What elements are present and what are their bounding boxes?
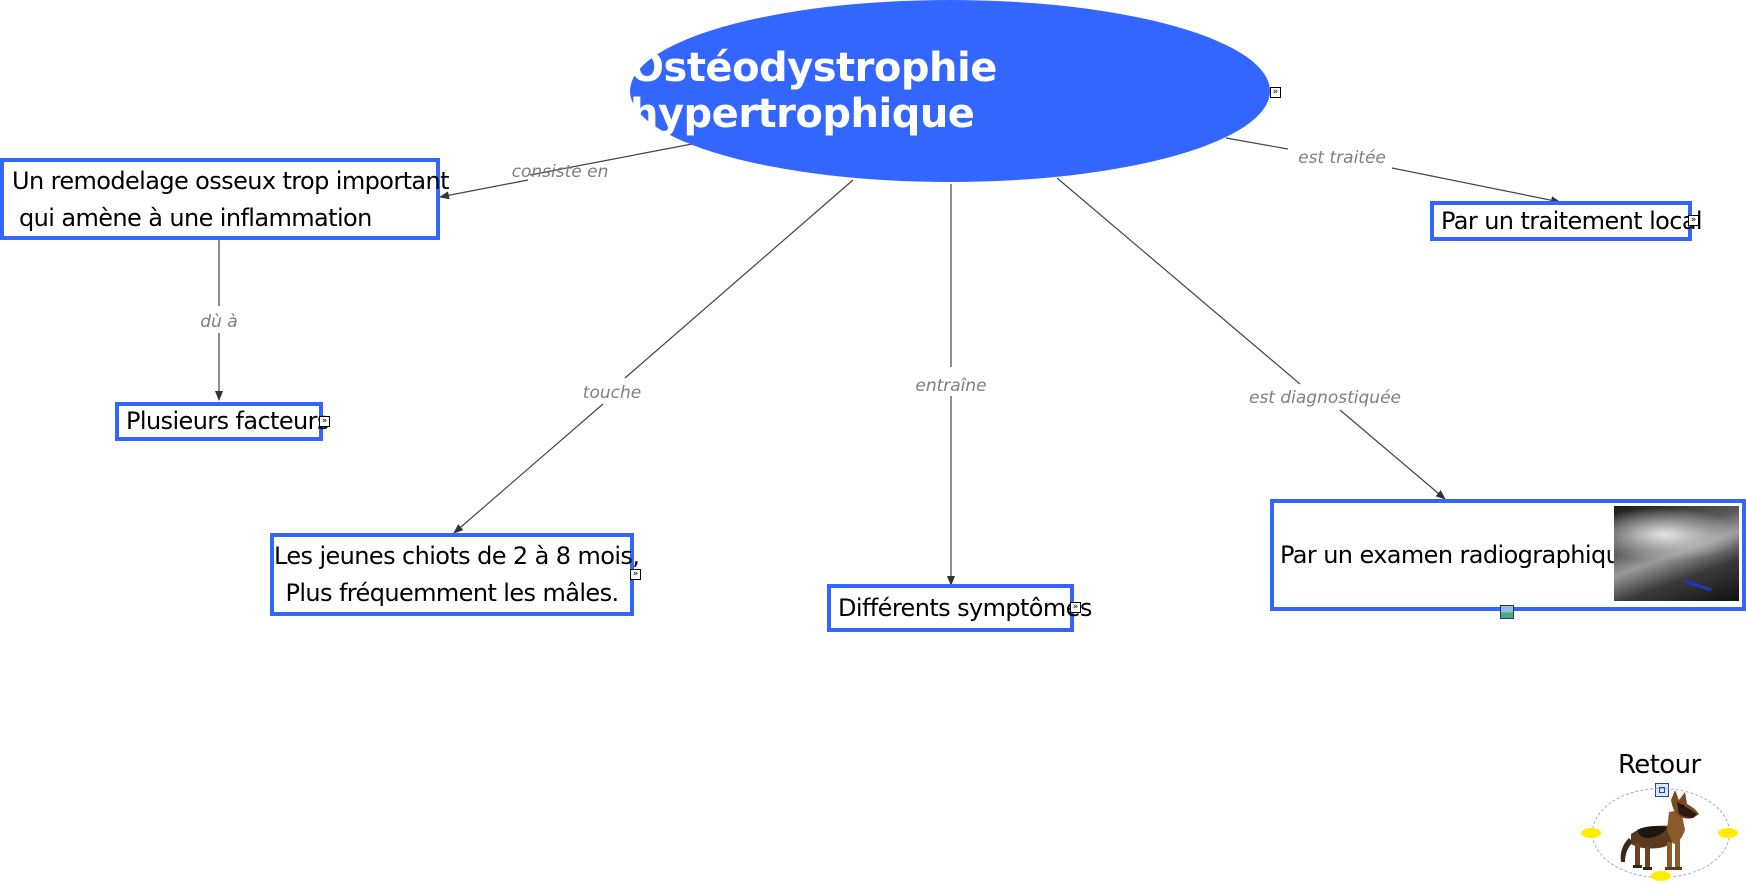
concept-chiots-line2: Plus fréquemment les mâles.: [285, 579, 619, 607]
resize-handle-right[interactable]: [1718, 828, 1738, 838]
root-concept-label: Ostéodystrophie hypertrophique: [630, 45, 997, 137]
link-line-touche-arrow: [453, 403, 604, 534]
link-line-est-diagnostiquee-arrow: [1339, 409, 1446, 500]
retour-label[interactable]: Retour: [1618, 750, 1701, 780]
xray-image: [1614, 506, 1739, 601]
concept-chiots[interactable]: Les jeunes chiots de 2 à 8 mois, Plus fr…: [270, 533, 640, 616]
expand-icon[interactable]: »: [319, 416, 330, 427]
xray-marker: [1684, 579, 1712, 592]
link-label-touche: touche: [583, 383, 641, 403]
link-label-est-diagnostiquee: est diagnostiquée: [1249, 388, 1401, 408]
concept-remodelage[interactable]: Un remodelage osseux trop important qui …: [0, 158, 450, 240]
concept-symptomes[interactable]: Différents symptômes: [827, 584, 1092, 632]
root-concept[interactable]: Ostéodystrophie hypertrophique: [630, 0, 1270, 182]
link-line-consiste-en-arrow: [439, 179, 529, 200]
expand-icon[interactable]: »: [1270, 87, 1281, 98]
link-label-consiste-en: consiste en: [512, 162, 609, 182]
link-line-est-diagnostiquee: [1056, 177, 1301, 385]
dog-image[interactable]: [1615, 790, 1707, 872]
concept-remodelage-line2: qui amène à une inflammation: [12, 204, 372, 232]
link-line-touche: [624, 179, 854, 379]
link-line-consiste-en: [529, 143, 693, 176]
concept-examen-label: Par un examen radiographique: [1280, 541, 1635, 569]
concept-facteurs[interactable]: Plusieurs facteurs: [115, 402, 329, 441]
expand-icon[interactable]: »: [1070, 602, 1081, 613]
concept-traitement-label: Par un traitement local: [1441, 207, 1703, 235]
concept-facteurs-label: Plusieurs facteurs: [126, 407, 329, 435]
resize-handle-left[interactable]: [1581, 828, 1601, 838]
expand-icon[interactable]: »: [630, 569, 641, 580]
link-label-est-traitee: est traitée: [1298, 148, 1386, 168]
link-line-est-traitee-arrow: [1391, 167, 1561, 205]
concept-examen[interactable]: Par un examen radiographique: [1270, 499, 1746, 611]
concept-traitement[interactable]: Par un traitement local: [1430, 201, 1703, 241]
concept-symptomes-label: Différents symptômes: [838, 594, 1092, 622]
link-label-entraine: entraîne: [915, 376, 986, 396]
resize-handle-bottom[interactable]: [1651, 871, 1671, 881]
concept-chiots-line1: Les jeunes chiots de 2 à 8 mois,: [274, 542, 640, 570]
link-line-est-traitee: [1225, 137, 1289, 150]
link-label-du-a: dù à: [200, 312, 237, 332]
image-icon[interactable]: [1500, 605, 1514, 619]
expand-icon[interactable]: »: [1688, 215, 1699, 226]
concept-remodelage-line1: Un remodelage osseux trop important: [12, 167, 450, 195]
